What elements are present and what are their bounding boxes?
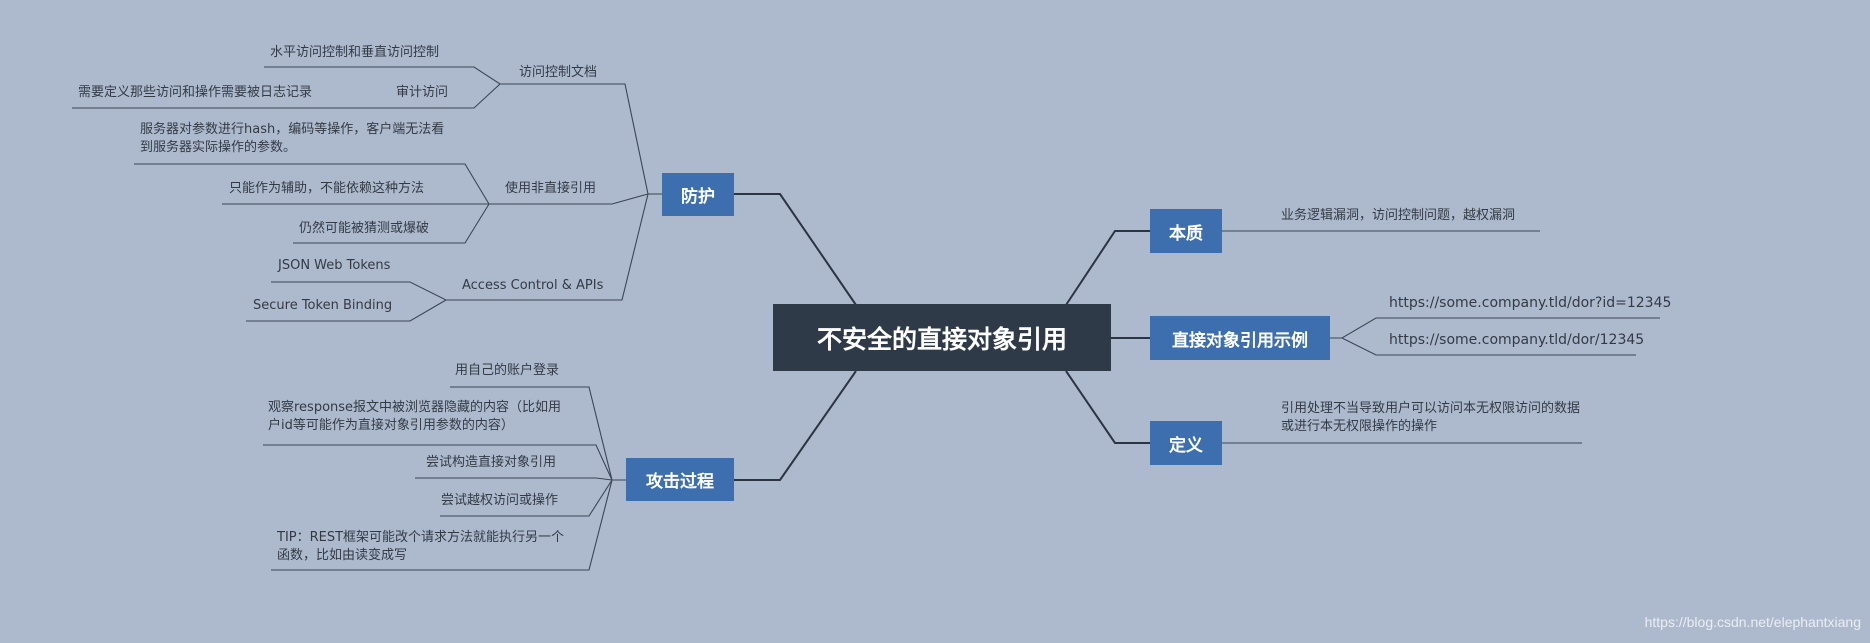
- node-attack-label: 攻击过程: [646, 472, 714, 492]
- leaf-attack-4: 尝试越权访问或操作: [441, 493, 559, 508]
- leaf-apis-2: Secure Token Binding: [253, 298, 393, 313]
- leaf-doc-1: 水平访问控制和垂直访问控制: [270, 45, 440, 60]
- link-indirect-sub: [134, 163, 612, 244]
- link-root-attack: [734, 370, 857, 481]
- sub-apis-label: Access Control & APIs: [462, 278, 604, 293]
- sub-indirect-label: 使用非直接引用: [505, 181, 597, 196]
- node-protect-label: 防护: [681, 187, 715, 207]
- node-definition-label: 定义: [1169, 435, 1203, 456]
- leaf-essence: 业务逻辑漏洞，访问控制问题，越权漏洞: [1281, 208, 1516, 223]
- leaf-apis-1: JSON Web Tokens: [278, 258, 391, 273]
- leaf-indirect-2: 只能作为辅助，不能依赖这种方法: [229, 181, 425, 196]
- node-example-label: 直接对象引用示例: [1172, 330, 1308, 351]
- node-protect[interactable]: 防护: [662, 173, 734, 216]
- node-example[interactable]: 直接对象引用示例: [1150, 316, 1330, 360]
- node-essence-label: 本质: [1169, 223, 1203, 244]
- node-essence[interactable]: 本质: [1150, 209, 1222, 253]
- link-root-definition: [1065, 370, 1150, 444]
- node-definition[interactable]: 定义: [1150, 421, 1222, 465]
- leaf-attack-1: 用自己的账户登录: [455, 363, 560, 378]
- link-protect-sub: [611, 83, 662, 301]
- sub-doc-label: 访问控制文档: [519, 65, 598, 80]
- root-node[interactable]: 不安全的直接对象引用: [773, 304, 1111, 371]
- leaf-example-1: https://some.company.tld/dor?id=12345: [1389, 295, 1672, 311]
- watermark: https://blog.csdn.net/elephantxiang: [1644, 614, 1861, 630]
- link-root-protect: [734, 193, 857, 306]
- root-label: 不安全的直接对象引用: [816, 324, 1067, 354]
- link-root-essence: [1065, 230, 1150, 306]
- leaf-example-2: https://some.company.tld/dor/12345: [1389, 332, 1645, 348]
- leaf-definition: 引用处理不当导致用户可以访问本无权限访问的数据或进行本无权限操作的操作: [1281, 401, 1581, 434]
- leaf-attack-2: 观察response报文中被浏览器隐藏的内容（比如用户id等可能作为直接对象引用…: [268, 400, 562, 433]
- node-attack[interactable]: 攻击过程: [626, 458, 734, 501]
- leaf-indirect-1: 服务器对参数进行hash，编码等操作，客户端无法看到服务器实际操作的参数。: [140, 122, 445, 155]
- leaf-attack-5: TIP：REST框架可能改个请求方法就能执行另一个函数，比如由读变成写: [277, 530, 565, 563]
- leaf-attack-3: 尝试构造直接对象引用: [426, 455, 557, 470]
- sub-audit-label: 审计访问: [396, 85, 449, 100]
- link-example-leaves: [1330, 317, 1660, 356]
- link-attack-sub: [263, 386, 626, 571]
- link-apis-sub: [246, 281, 612, 322]
- leaf-indirect-3: 仍然可能被猜测或爆破: [299, 221, 430, 236]
- leaf-audit-1: 需要定义那些访问和操作需要被日志记录: [78, 85, 313, 100]
- link-doc-sub: [72, 66, 612, 109]
